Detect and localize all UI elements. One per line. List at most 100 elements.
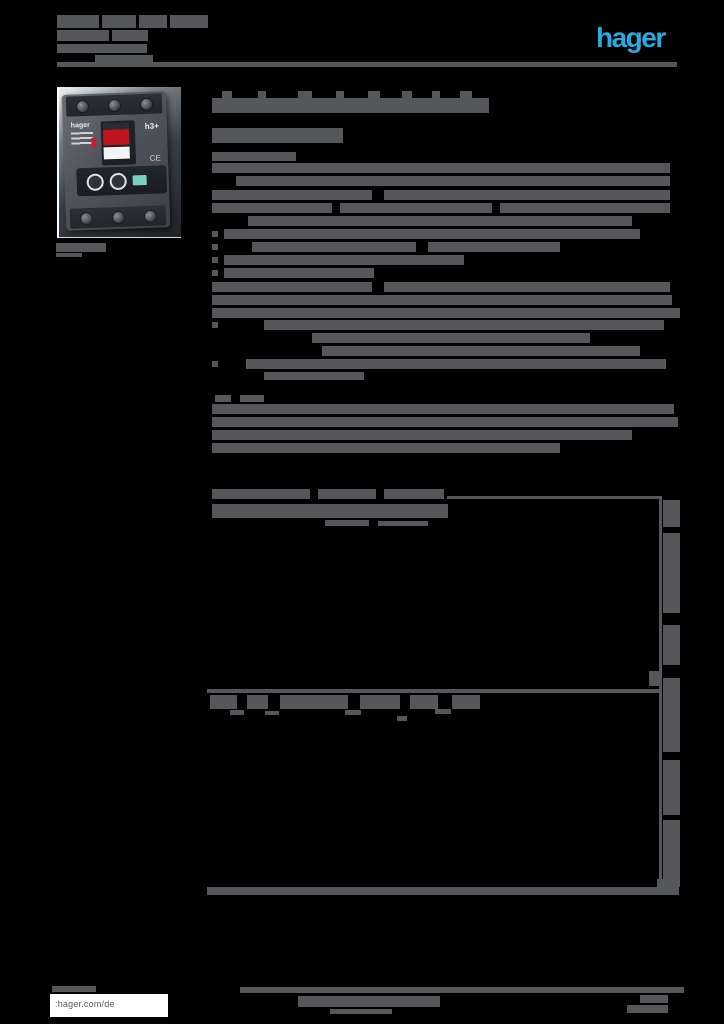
breaker-label-lines bbox=[70, 131, 94, 147]
body-text-bar bbox=[264, 372, 364, 380]
page-title-bar bbox=[368, 91, 380, 98]
body-text-bar bbox=[248, 216, 632, 226]
circuit-breaker-image: hager h3+ CE bbox=[61, 91, 171, 231]
chart-axis-labels-bar bbox=[663, 500, 680, 527]
header-ref-bar bbox=[57, 15, 99, 28]
body-text-bar bbox=[212, 163, 670, 173]
chart-axis-labels-bar bbox=[360, 695, 400, 709]
breaker-rating-label bbox=[103, 146, 130, 160]
body-text-bar bbox=[212, 190, 372, 200]
screw-icon bbox=[107, 98, 121, 112]
breaker-brand-label: hager bbox=[70, 121, 90, 130]
hager-logo: hager bbox=[596, 22, 666, 53]
body-text-bar bbox=[212, 361, 218, 367]
chart-axis-labels-bar bbox=[663, 678, 680, 752]
body-text-bar bbox=[246, 359, 666, 369]
body-text-bar bbox=[212, 322, 218, 328]
body-text-bar bbox=[340, 203, 492, 213]
page-title-bar bbox=[258, 91, 266, 98]
chart-axis-labels-bar bbox=[663, 820, 680, 887]
page-title-bar bbox=[432, 91, 440, 98]
footer-text-bar bbox=[627, 1005, 668, 1013]
screw-icon bbox=[75, 99, 89, 113]
body-text-bar bbox=[212, 417, 678, 427]
chart-axis-labels-bar bbox=[452, 695, 480, 709]
body-text-bar bbox=[224, 229, 640, 239]
header-ref-bar bbox=[57, 44, 147, 53]
body-text-bar bbox=[264, 320, 664, 330]
body-text-bar bbox=[240, 395, 264, 402]
header-ref-bar bbox=[112, 30, 148, 41]
chart-axis-labels-bar bbox=[649, 671, 661, 686]
body-text-bar bbox=[212, 270, 218, 276]
chart-frame-bar bbox=[207, 689, 661, 693]
body-text-bar bbox=[212, 257, 218, 263]
body-text-bar bbox=[212, 430, 632, 440]
body-text-bar bbox=[212, 152, 296, 161]
section-heading-bar bbox=[384, 489, 444, 499]
footer-website-link[interactable]: :hager.com/de bbox=[55, 999, 115, 1009]
dial-icon bbox=[86, 172, 105, 191]
header-ref-bar bbox=[95, 55, 153, 63]
screw-icon bbox=[143, 209, 157, 223]
dial-icon bbox=[109, 172, 127, 190]
chart-axis-labels-bar bbox=[657, 879, 680, 887]
screw-icon bbox=[79, 211, 93, 225]
body-text-bar bbox=[312, 333, 590, 343]
chart-axis-labels-bar bbox=[397, 716, 407, 721]
chart-axis-labels-bar bbox=[663, 625, 680, 665]
body-text-bar bbox=[224, 268, 374, 278]
page-title-bar bbox=[460, 91, 472, 98]
section-heading-bar bbox=[318, 489, 376, 499]
page-title-bar bbox=[212, 128, 343, 143]
footer-text-bar bbox=[330, 1009, 392, 1014]
body-text-bar bbox=[224, 255, 464, 265]
chart-axis-labels-bar bbox=[210, 695, 237, 709]
section-heading-bar bbox=[212, 504, 448, 518]
breaker-bottom-terminals bbox=[69, 205, 167, 229]
body-text-bar bbox=[212, 443, 560, 453]
page-title-bar bbox=[222, 91, 232, 98]
footer-text-bar bbox=[52, 986, 96, 992]
chart-axis-labels-bar bbox=[230, 710, 244, 715]
section-heading-bar bbox=[378, 521, 428, 526]
chart-axis-labels-bar bbox=[410, 695, 438, 709]
breaker-trip-indicator bbox=[91, 137, 97, 148]
breaker-switch bbox=[100, 120, 137, 166]
body-text-bar bbox=[212, 404, 674, 414]
page-title-bar bbox=[212, 98, 489, 113]
header-ref-bar bbox=[57, 62, 677, 67]
body-text-bar bbox=[212, 203, 332, 213]
body-text-bar bbox=[212, 308, 680, 318]
page-title-bar bbox=[298, 91, 312, 98]
breaker-top-terminals bbox=[65, 93, 163, 117]
chart-axis-labels-bar bbox=[265, 711, 279, 715]
ce-mark: CE bbox=[149, 153, 162, 163]
header-ref-bar bbox=[102, 15, 136, 28]
breaker-series-badge: h3+ bbox=[144, 121, 159, 131]
chart-axis-labels-bar bbox=[663, 760, 680, 815]
body-text-bar bbox=[500, 203, 670, 213]
section-heading-bar bbox=[325, 520, 369, 526]
chart-frame-bar bbox=[447, 496, 661, 499]
chart-frame-bar bbox=[207, 887, 679, 895]
header-ref-bar bbox=[170, 15, 208, 28]
breaker-handle bbox=[102, 122, 130, 146]
chart-frame-bar bbox=[659, 496, 662, 891]
page-title-bar bbox=[336, 91, 344, 98]
body-text-bar bbox=[428, 242, 560, 252]
header-ref-bar bbox=[57, 30, 109, 41]
screw-icon bbox=[139, 97, 153, 111]
photo-caption-bar bbox=[56, 253, 82, 257]
breaker-adjustment-panel bbox=[76, 165, 168, 197]
chart-axis-labels-bar bbox=[280, 695, 348, 709]
body-text-bar bbox=[236, 176, 670, 186]
body-text-bar bbox=[212, 295, 672, 305]
breaker-teal-label bbox=[132, 174, 147, 186]
header-ref-bar bbox=[139, 15, 167, 28]
chart-axis-labels-bar bbox=[435, 709, 451, 714]
footer-text-bar bbox=[298, 996, 440, 1007]
body-text-bar bbox=[252, 242, 416, 252]
body-text-bar bbox=[212, 282, 372, 292]
